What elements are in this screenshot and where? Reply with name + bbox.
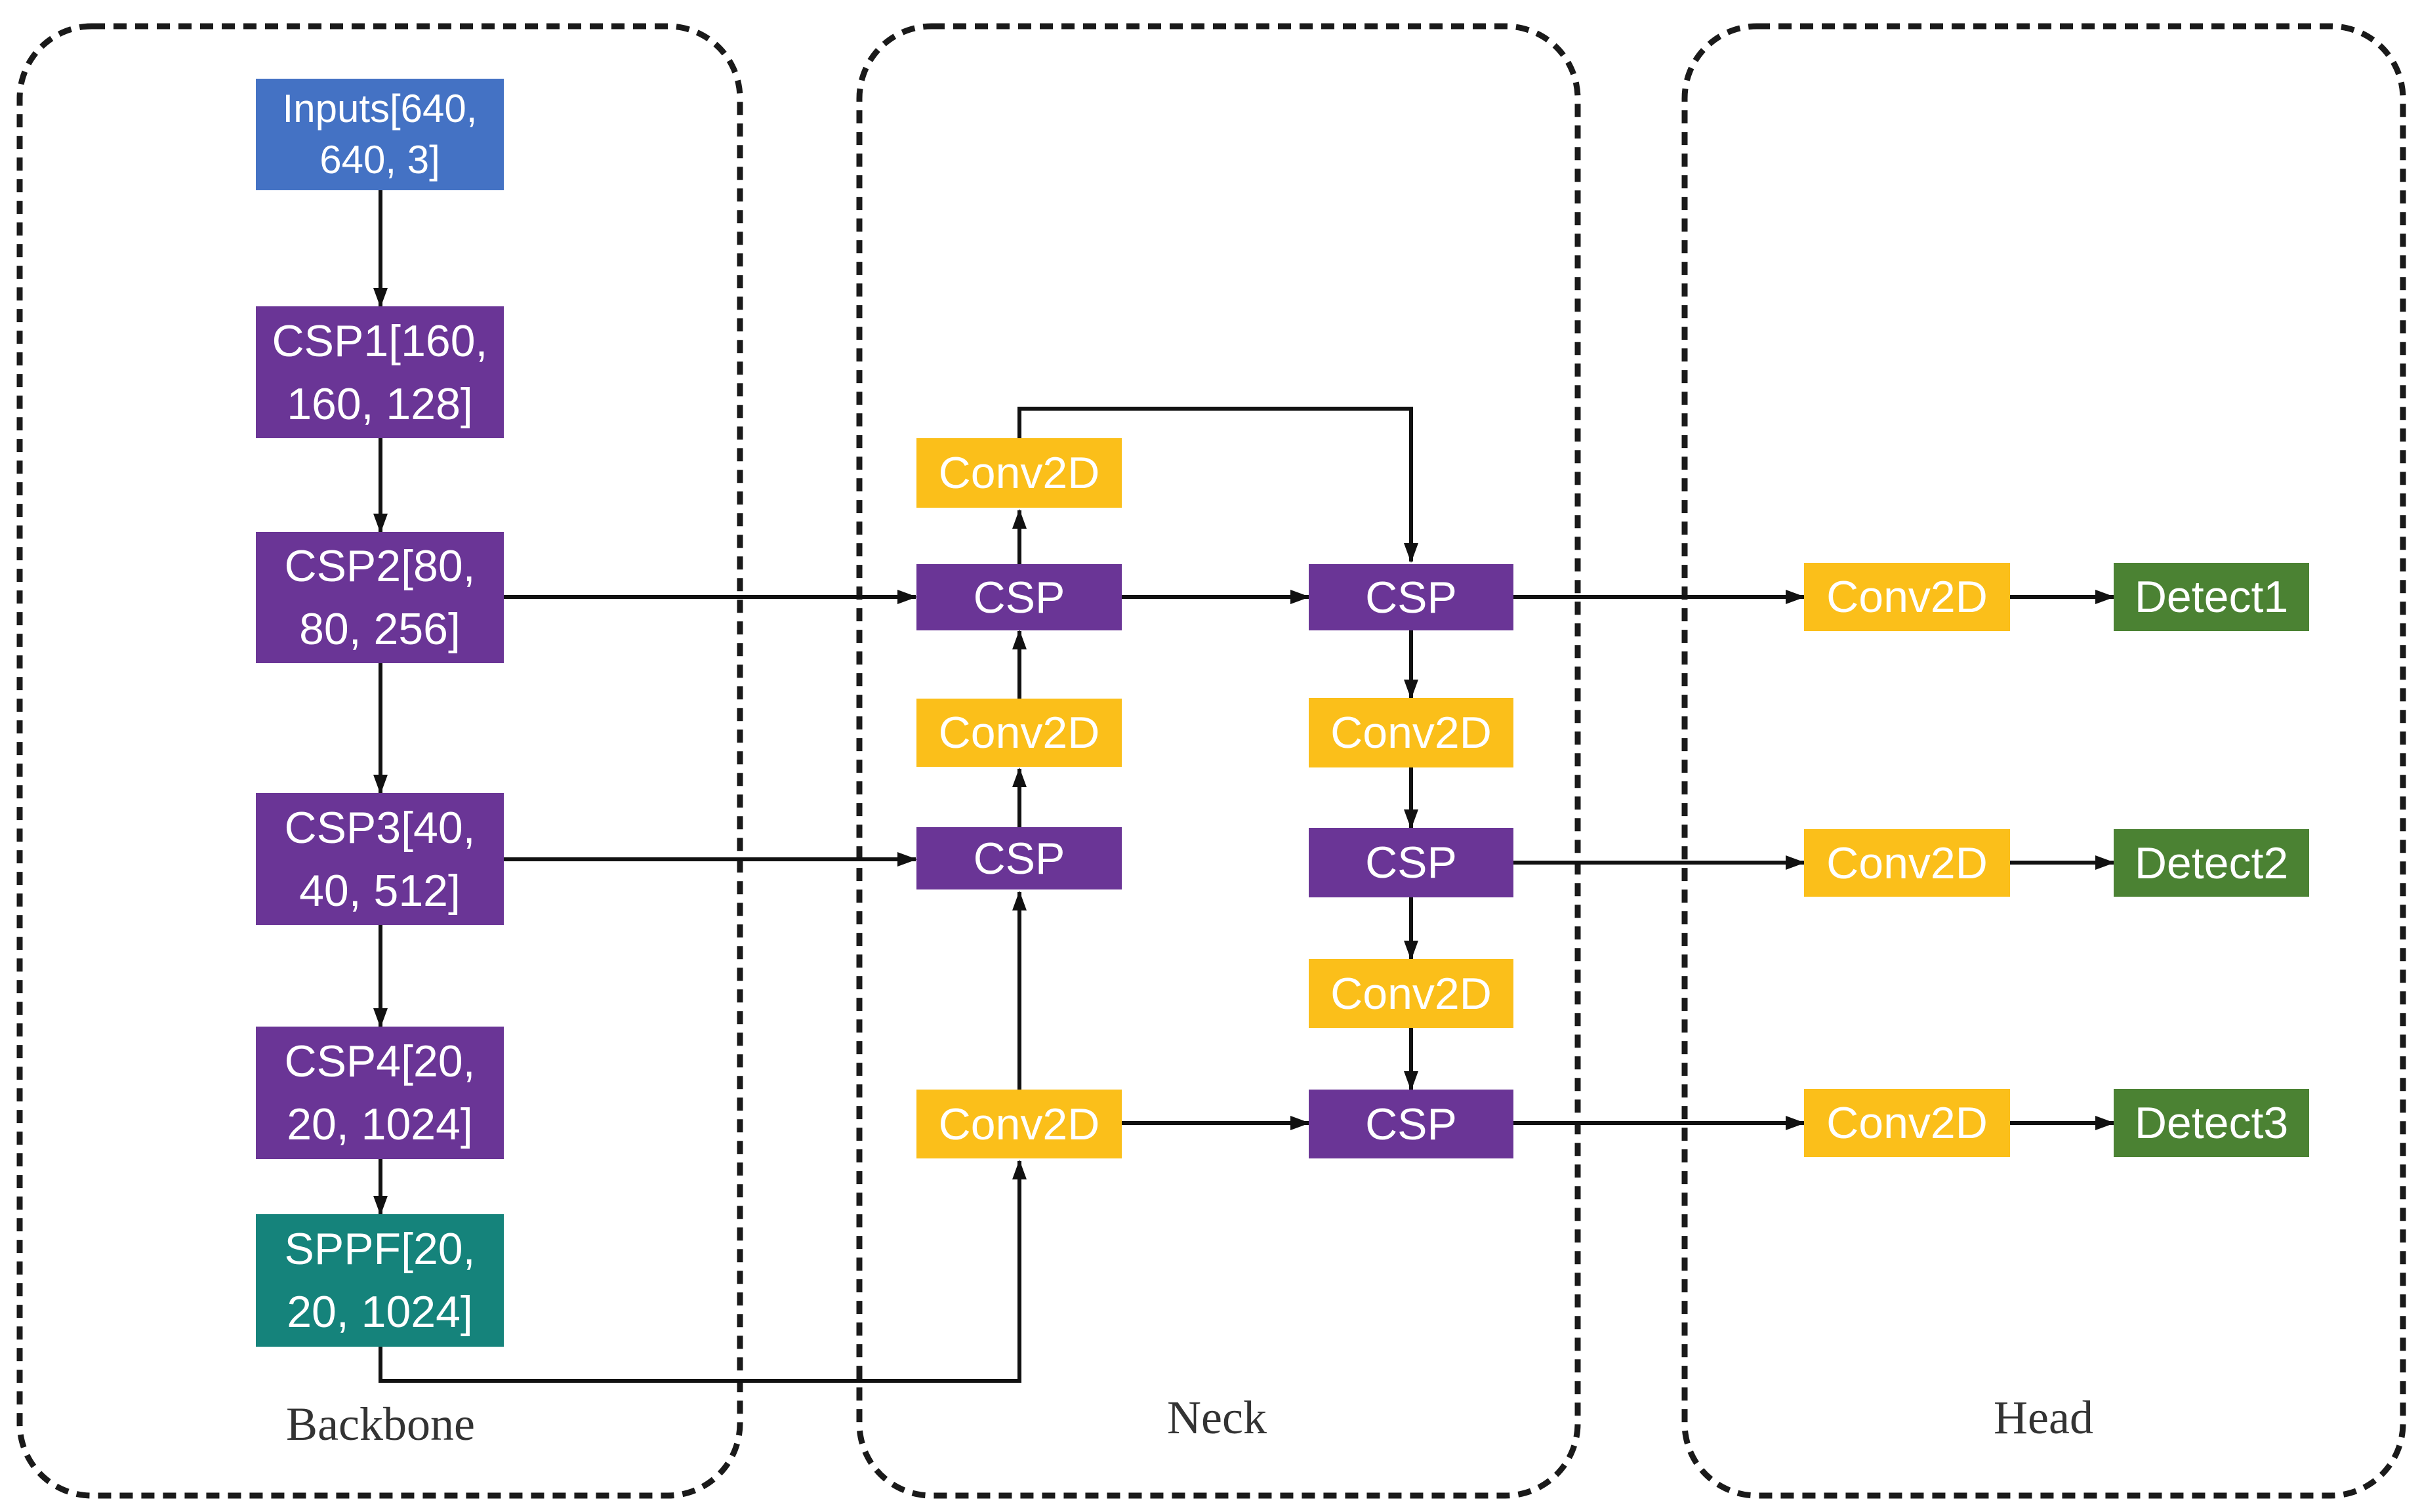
csp1-node: CSP1[160, 160, 128]: [256, 306, 504, 438]
backbone-panel: [16, 23, 743, 1499]
edge-sppf-neck-conv: [379, 1160, 1027, 1383]
neck-conv2d-b4: Conv2D: [1309, 959, 1513, 1028]
neck-label: Neck: [1167, 1391, 1267, 1444]
neck-csp-b5: CSP: [1309, 1090, 1513, 1158]
edge-conv-top-csp-b1: [1017, 407, 1418, 563]
head-conv2d-1: Conv2D: [1804, 563, 2010, 631]
head-conv2d-3: Conv2D: [1804, 1089, 2010, 1157]
head-label: Head: [1994, 1391, 2093, 1444]
csp4-node: CSP4[20, 20, 1024]: [256, 1027, 504, 1159]
neck-panel: [856, 23, 1581, 1499]
csp2-node: CSP2[80, 80, 256]: [256, 532, 504, 663]
sppf-node: SPPF[20, 20, 1024]: [256, 1214, 504, 1347]
neck-csp-a1: CSP: [916, 564, 1122, 630]
inputs-node: Inputs[640, 640, 3]: [256, 79, 504, 190]
neck-conv2d-a2: Conv2D: [916, 699, 1122, 767]
neck-conv2d-top: Conv2D: [916, 438, 1122, 508]
head-panel: [1681, 23, 2406, 1499]
neck-csp-b1: CSP: [1309, 564, 1513, 630]
detect3-node: Detect3: [2114, 1089, 2309, 1157]
neck-csp-a3: CSP: [916, 827, 1122, 889]
neck-conv2d-b2: Conv2D: [1309, 698, 1513, 767]
backbone-label: Backbone: [286, 1398, 475, 1450]
head-conv2d-2: Conv2D: [1804, 829, 2010, 897]
csp3-node: CSP3[40, 40, 512]: [256, 793, 504, 925]
detect1-node: Detect1: [2114, 563, 2309, 631]
neck-csp-b3: CSP: [1309, 828, 1513, 897]
neck-conv2d-a4: Conv2D: [916, 1090, 1122, 1158]
detect2-node: Detect2: [2114, 829, 2309, 897]
